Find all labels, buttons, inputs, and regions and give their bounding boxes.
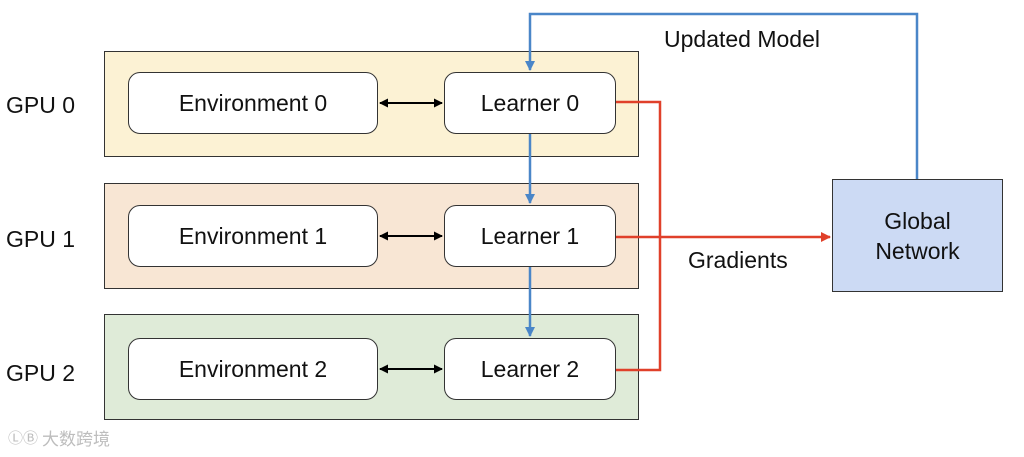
learner-node-1: Learner 1 <box>444 205 616 267</box>
gradient-edge-learner2 <box>616 237 662 372</box>
updated-model-edge <box>525 12 919 179</box>
gradient-edge-learner0 <box>616 100 662 237</box>
global-network-line1: Global <box>884 207 951 234</box>
environment-node-1: Environment 1 <box>128 205 378 267</box>
learner-node-2: Learner 2 <box>444 338 616 400</box>
gpu-label-0: GPU 0 <box>6 92 76 118</box>
global-network-node: Global Network <box>832 179 1003 292</box>
learner-node-0: Learner 0 <box>444 72 616 134</box>
watermark: ⓁⒷ 大数跨境 <box>8 425 110 450</box>
gradients-label: Gradients <box>688 247 788 273</box>
updated-model-label: Updated Model <box>664 26 820 52</box>
gpu-label-2: GPU 2 <box>6 360 76 386</box>
gpu-label-1: GPU 1 <box>6 226 76 252</box>
global-network-line2: Network <box>875 237 960 264</box>
environment-node-2: Environment 2 <box>128 338 378 400</box>
environment-node-0: Environment 0 <box>128 72 378 134</box>
watermark-logo-icon: ⓁⒷ <box>8 430 39 447</box>
watermark-text: 大数跨境 <box>42 430 111 449</box>
